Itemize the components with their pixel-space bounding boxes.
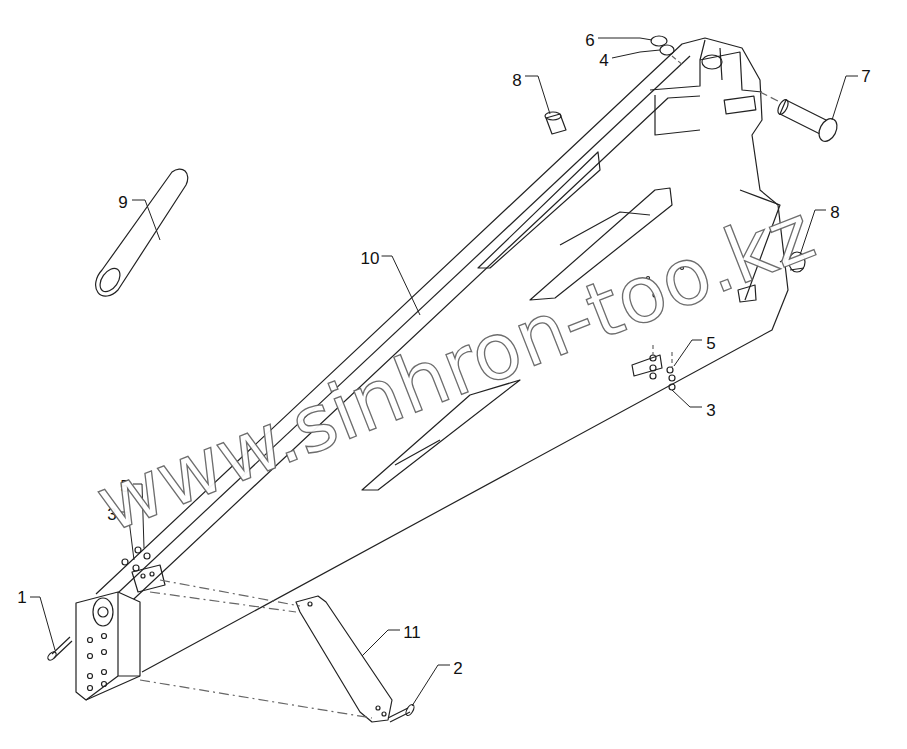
- callout-number: 5: [704, 334, 717, 353]
- callout-number: 10: [359, 249, 382, 268]
- callout-number: 9: [116, 193, 129, 212]
- callout-number: 2: [451, 659, 464, 678]
- callout-number: 8: [510, 71, 523, 90]
- callout-number: 3: [704, 401, 717, 420]
- callout-number: 7: [859, 67, 872, 86]
- callout-number: 6: [583, 31, 596, 50]
- callout-number: 8: [828, 203, 841, 222]
- callout-number: 11: [401, 623, 423, 642]
- callout-number: 1: [15, 588, 28, 607]
- callout-number: 4: [597, 51, 610, 70]
